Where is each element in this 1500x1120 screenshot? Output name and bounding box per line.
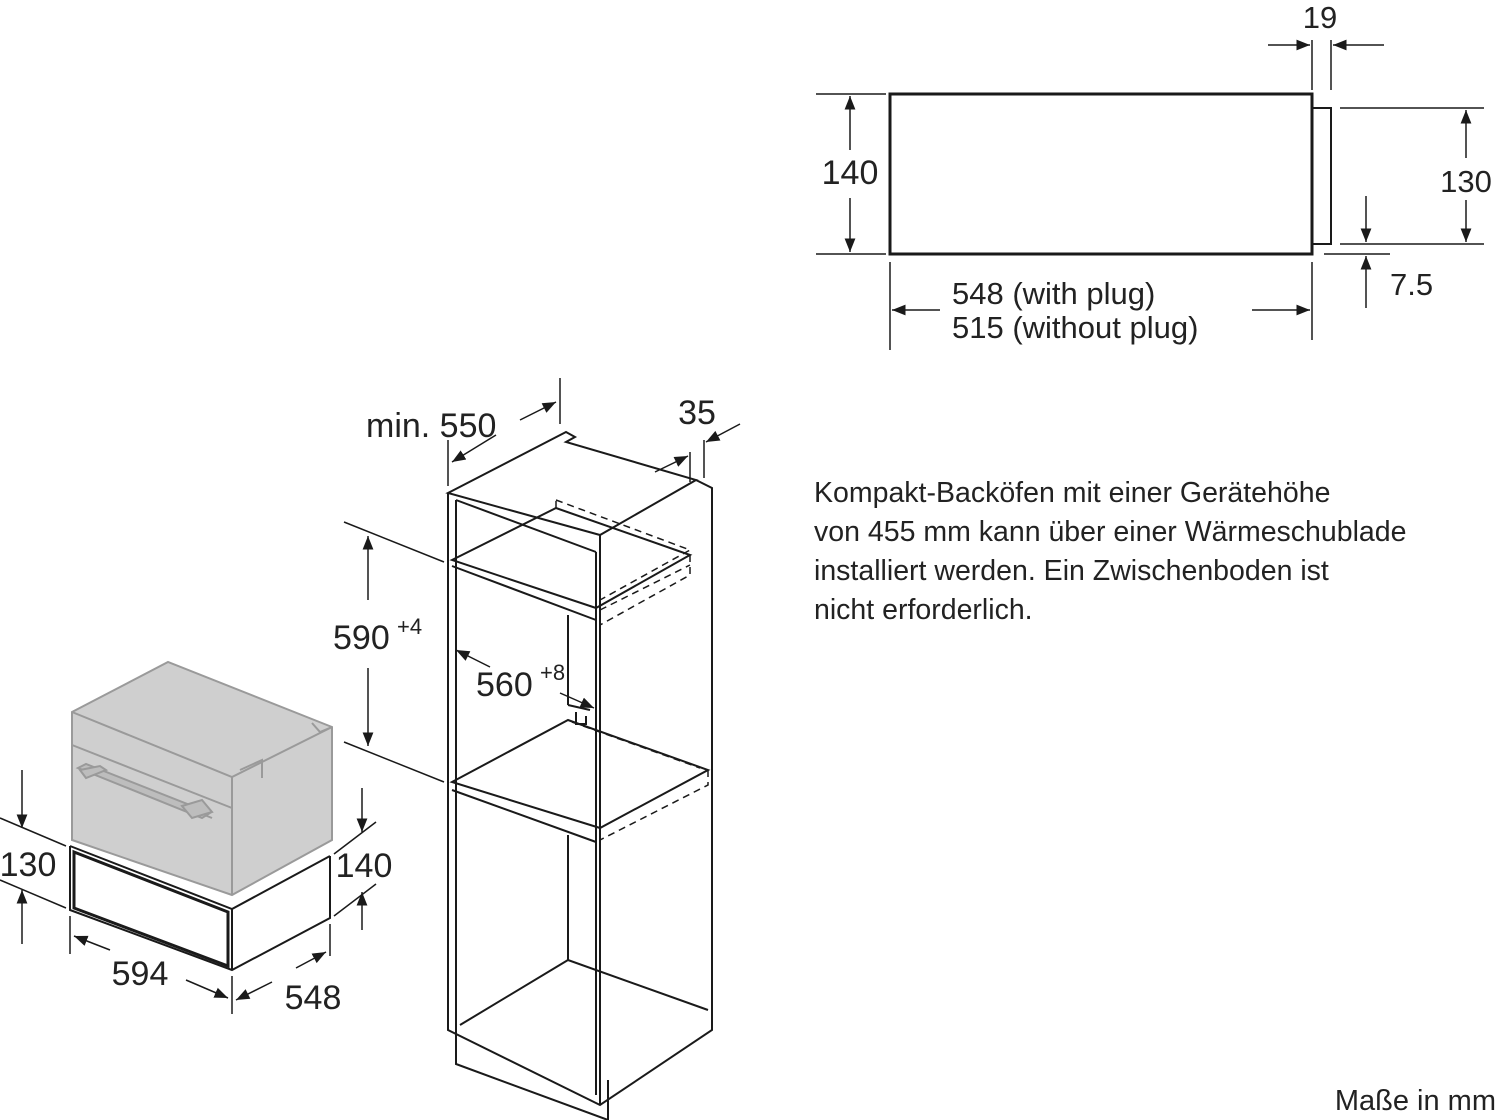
drawer-front-outline	[888, 92, 1314, 256]
dim-drawer-height-140: 140	[336, 847, 393, 885]
units-label: Maße in mm	[1334, 1085, 1496, 1117]
dim-drawer-depth-548: 548	[285, 979, 342, 1017]
drawer-front-view: 140 19 130 7.5 548 (with plug) 515 (with…	[816, 0, 1492, 350]
note-line: von 455 mm kann über einer Wärmeschublad…	[814, 516, 1407, 548]
dim-niche-height: 590	[333, 619, 390, 657]
dim-drawer-front-130: 130	[0, 846, 56, 884]
dim-cabinet-depth: min. 550	[366, 407, 496, 445]
dim-width-with-plug: 548 (with plug)	[952, 276, 1155, 311]
installation-note: Kompakt-Backöfen mit einer Gerätehöhe vo…	[814, 474, 1494, 630]
dim-side-35: 35	[678, 394, 716, 432]
dim-plug-19: 19	[1303, 0, 1337, 35]
oven-and-drawer: 130 140 594 548	[0, 660, 393, 1017]
note-line: nicht erforderlich.	[814, 594, 1033, 626]
dim-width-without-plug: 515 (without plug)	[952, 310, 1198, 345]
dim-height-130: 130	[1440, 164, 1492, 199]
drawer-plug	[1311, 107, 1332, 245]
tall-cabinet: min. 550 35 590 +4 560 +8	[333, 378, 741, 1120]
note-line: Kompakt-Backöfen mit einer Gerätehöhe	[814, 477, 1331, 509]
dim-bottom-7-5: 7.5	[1390, 267, 1433, 302]
note-line: installiert werden. Ein Zwischenboden is…	[814, 555, 1329, 587]
dim-drawer-width-594: 594	[112, 955, 169, 993]
dim-niche-height-tolerance: +4	[397, 614, 422, 639]
dim-niche-width: 560	[476, 666, 533, 704]
dim-height-140: 140	[822, 154, 879, 192]
dim-niche-width-tolerance: +8	[540, 660, 565, 685]
